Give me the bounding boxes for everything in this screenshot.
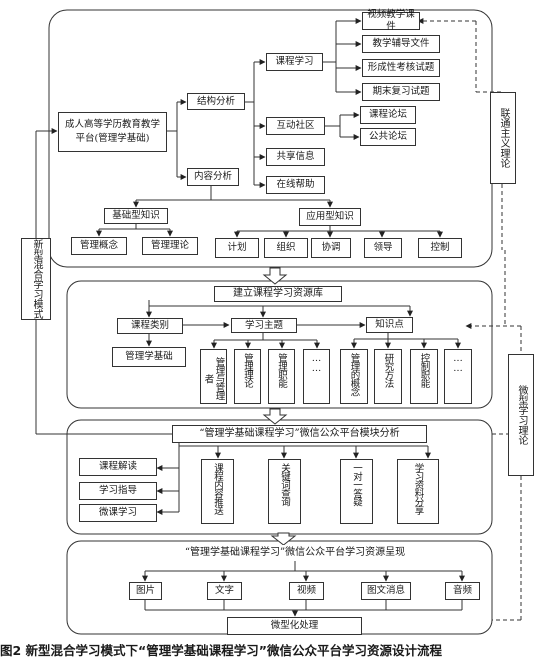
course-item-box: 期末复习试题 — [362, 83, 440, 101]
knowledge-point-box: 知识点 — [366, 317, 413, 333]
module-column-box: 一对一答疑 — [340, 459, 373, 524]
module-column-box: 课程内容推送 — [201, 459, 234, 524]
course-category-box: 课程类别 — [117, 318, 183, 334]
topic-item-box: …… — [303, 349, 330, 404]
topic-item-box: 管理理论 — [234, 349, 261, 404]
figure-caption: 图2 新型混合学习模式下“管理学基础课程学习”微信公众平台学习资源设计流程 — [0, 643, 442, 658]
resource-presentation-title: “管理学基础课程学习”微信公众平台学习资源呈现 — [160, 545, 430, 561]
applied-item-box: 计划 — [215, 238, 259, 258]
applied-item-box: 组织 — [264, 238, 308, 258]
basic-knowledge-box: 基础型知识 — [104, 208, 168, 224]
learning-topic-box: 学习主题 — [231, 318, 297, 333]
resource-type-box: 视频 — [289, 582, 324, 600]
basic-item-box: 管理概念 — [71, 237, 127, 255]
flow-arrow-3 — [270, 532, 297, 546]
flow-arrow-2 — [262, 408, 288, 425]
course-item-box: 教学辅导文件 — [362, 35, 440, 53]
interactive-community-box: 互动社区 — [266, 117, 325, 135]
knowledge-item-box: 研究方法 — [374, 349, 402, 404]
resource-type-box: 图片 — [129, 582, 162, 600]
flow-arrow-1 — [262, 267, 288, 285]
knowledge-item-box: 管理的概念 — [340, 349, 368, 404]
module-left-item: 课程解读 — [79, 458, 157, 476]
course-item-box: 视频教学课件 — [362, 9, 420, 32]
course-item-box: 形成性考核试题 — [362, 59, 440, 77]
micro-learning-label: 微型学习理论 — [508, 354, 534, 476]
connectivism-label: 联通主义理论 — [490, 92, 516, 184]
topic-item-box: 管理与管理者 — [200, 349, 227, 404]
knowledge-item-box: 控制职能 — [410, 349, 438, 404]
knowledge-item-box: …… — [444, 349, 472, 404]
basic-item-box: 管理理论 — [142, 237, 198, 255]
resource-type-box: 文字 — [207, 582, 242, 600]
platform-box: 成人高等学历教育教学平台(管理学基础) — [58, 112, 167, 152]
module-analysis-title: “管理学基础课程学习”微信公众平台模块分析 — [172, 425, 427, 443]
shared-info-box: 共享信息 — [266, 148, 325, 166]
module-left-item: 学习指导 — [79, 482, 157, 500]
online-help-box: 在线帮助 — [266, 176, 325, 194]
micro-processing-box: 微型化处理 — [227, 617, 362, 635]
applied-item-box: 控制 — [418, 238, 462, 258]
forum-box: 课程论坛 — [360, 106, 416, 124]
resource-library-title: 建立课程学习资源库 — [214, 286, 342, 302]
module-column-box: 学习资料分享 — [397, 459, 439, 524]
new-hybrid-mode-label: 新型混合学习模式 — [21, 238, 51, 320]
structure-analysis-box: 结构分析 — [187, 93, 245, 110]
applied-item-box: 协调 — [311, 238, 351, 258]
course-basic-box: 管理学基础 — [112, 347, 186, 367]
applied-item-box: 领导 — [364, 238, 402, 258]
content-analysis-box: 内容分析 — [187, 168, 239, 186]
section2-container — [66, 280, 493, 409]
forum-box: 公共论坛 — [360, 128, 416, 146]
module-left-item: 微课学习 — [79, 504, 157, 522]
topic-item-box: 管理职能 — [268, 349, 295, 404]
module-column-box: 关键词查询 — [268, 459, 301, 524]
course-learning-box: 课程学习 — [266, 53, 323, 71]
resource-type-box: 图文消息 — [361, 582, 411, 600]
resource-type-box: 音频 — [445, 582, 480, 600]
applied-knowledge-box: 应用型知识 — [299, 208, 361, 226]
